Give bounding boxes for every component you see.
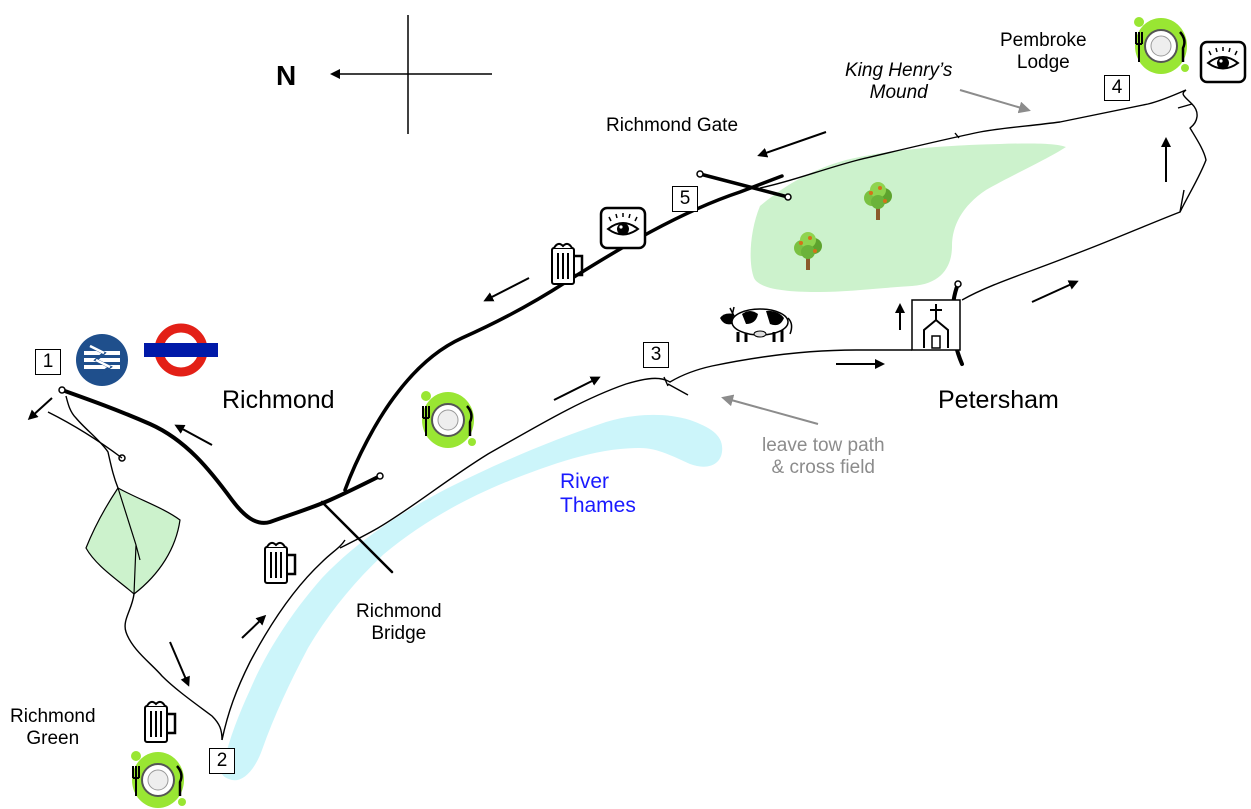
pub-tankard-icon [263,541,297,585]
place-pembroke-lodge: Pembroke Lodge [1000,30,1087,74]
viewpoint-eye-icon [599,206,647,250]
richmond-green-line2: Green [26,727,80,749]
king-henry-line1: King Henry’s [845,60,953,81]
church-icon [911,299,961,351]
north-label: N [276,60,297,91]
underground-roundel-icon [144,323,218,377]
main-roads [60,172,964,574]
direction-arrows [27,131,1171,687]
tow-path-note: leave tow path & cross field [762,435,885,479]
pembroke-lodge-line1: Pembroke [1000,30,1087,51]
richmond-bridge-line2: Bridge [371,622,427,644]
river-thames [221,414,723,781]
tow-path-line1: leave tow path [762,435,885,456]
waypoint-1: 1 [35,349,61,375]
pub-tankard-icon [550,242,584,286]
place-petersham: Petersham [938,386,1059,414]
richmond-green-line1: Richmond [10,706,96,727]
restaurant-plate-icon [419,389,478,450]
richmond-park-green [750,143,1066,292]
place-richmond-bridge: Richmond Bridge [356,601,442,645]
cow-icon [720,306,793,342]
king-henry-line2: Mound [869,81,928,103]
river-line1: River [560,470,610,493]
waypoint-5: 5 [672,186,698,212]
river-line2: Thames [560,494,636,518]
waypoint-2: 2 [209,748,235,774]
place-richmond: Richmond [222,386,335,414]
richmond-green-field [85,487,181,595]
place-richmond-gate: Richmond Gate [606,115,739,136]
place-river-thames: River Thames [560,470,636,518]
tow-path-line2: & cross field [771,456,875,478]
waypoint-4: 4 [1104,75,1130,101]
waypoint-3: 3 [643,342,669,368]
walk-route [47,89,1207,741]
richmond-bridge-line1: Richmond [356,601,442,622]
restaurant-plate-icon [1132,15,1191,76]
place-richmond-green: Richmond Green [10,706,96,750]
compass-rose [330,15,492,134]
pembroke-lodge-line2: Lodge [1016,51,1070,73]
national-rail-icon [76,334,128,386]
annotation-arrows [721,89,1031,425]
pub-tankard-icon [143,700,177,744]
restaurant-plate-icon [129,749,188,809]
viewpoint-eye-icon [1199,40,1247,84]
place-king-henrys-mound: King Henry’s Mound [845,60,952,104]
